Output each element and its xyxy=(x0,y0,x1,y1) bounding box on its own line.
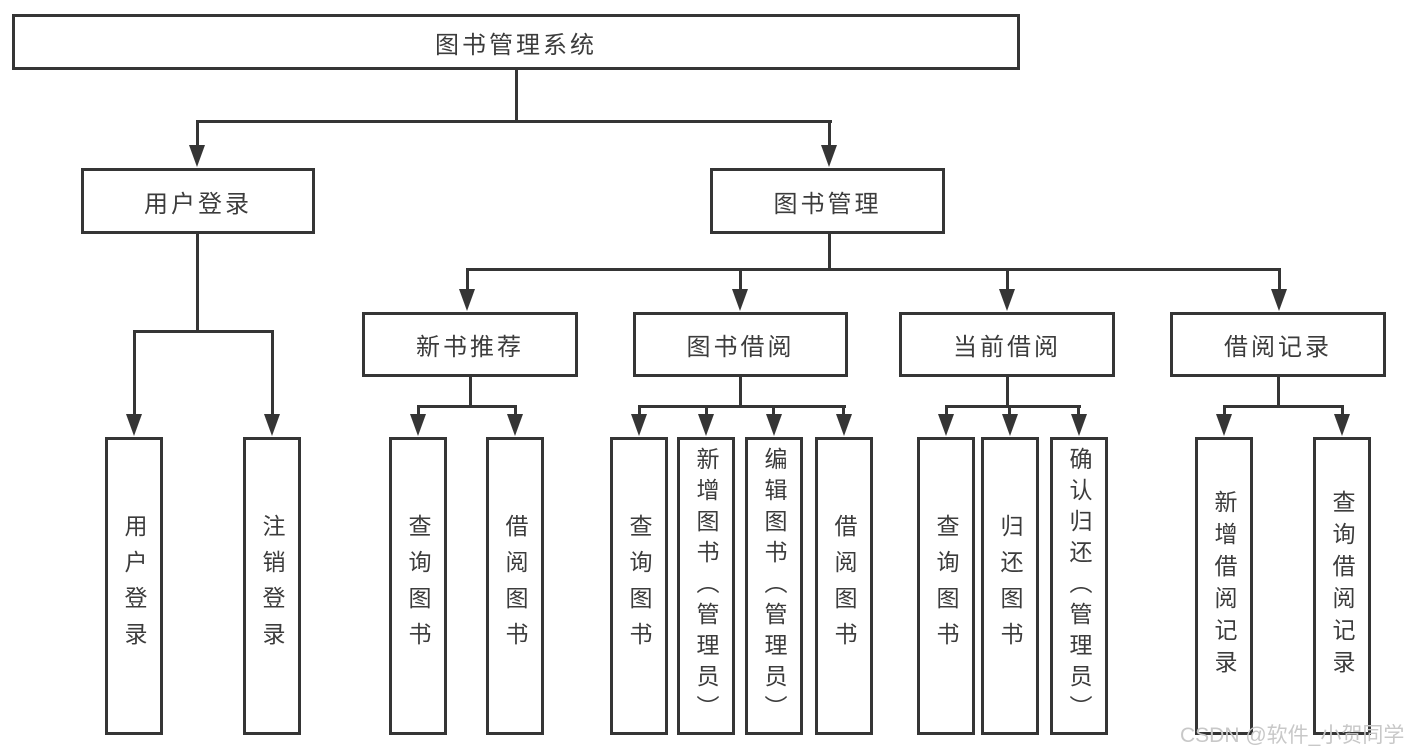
node-borrow-records: 借阅记录 xyxy=(1170,312,1386,377)
leaf-logout: 注销登录 xyxy=(243,437,301,735)
leaf-edit-book-admin: 编辑图书（管理员） xyxy=(745,437,803,735)
leaf-label: 归还图书 xyxy=(997,514,1023,658)
connector-line xyxy=(828,231,831,271)
leaf-return-books: 归还图书 xyxy=(981,437,1039,735)
leaf-query-books: 查询图书 xyxy=(917,437,975,735)
connector-line xyxy=(271,330,274,416)
connector-line xyxy=(1006,375,1009,407)
leaf-label: 查询借阅记录 xyxy=(1329,490,1355,682)
arrow-down-icon xyxy=(264,414,280,436)
node-label: 借阅记录 xyxy=(1224,334,1332,361)
connector-line xyxy=(739,375,742,407)
connector-line xyxy=(638,405,846,408)
arrow-down-icon xyxy=(698,414,714,436)
watermark: CSDN @软件_小贺同学 xyxy=(1180,724,1405,747)
arrow-down-icon xyxy=(507,414,523,436)
connector-line xyxy=(1006,268,1009,292)
connector-line xyxy=(1341,405,1344,416)
connector-line xyxy=(1278,268,1281,292)
arrow-down-icon xyxy=(1216,414,1232,436)
connector-line xyxy=(705,405,708,416)
connector-line xyxy=(417,405,517,408)
node-label: 图书管理 xyxy=(773,190,882,218)
leaf-label: 新增借阅记录 xyxy=(1211,490,1237,682)
node-book-borrowing: 图书借阅 xyxy=(633,312,848,377)
connector-line xyxy=(1008,405,1011,416)
leaf-label: 查询图书 xyxy=(626,514,652,658)
leaf-label: 新增图书（管理员） xyxy=(693,446,719,726)
connector-line xyxy=(638,405,641,416)
leaf-confirm-return-admin: 确认归还（管理员） xyxy=(1050,437,1108,735)
arrow-down-icon xyxy=(459,289,475,311)
connector-line xyxy=(133,330,136,416)
arrow-down-icon xyxy=(1271,289,1287,311)
connector-line xyxy=(196,120,832,123)
arrow-down-icon xyxy=(410,414,426,436)
arrow-down-icon xyxy=(1071,414,1087,436)
arrow-down-icon xyxy=(938,414,954,436)
connector-line xyxy=(196,120,199,147)
connector-line xyxy=(842,405,845,416)
leaf-label: 注销登录 xyxy=(259,514,285,658)
leaf-query-books: 查询图书 xyxy=(389,437,447,735)
connector-line xyxy=(515,68,518,122)
connector-line xyxy=(1077,405,1080,416)
connector-line xyxy=(514,405,517,416)
node-label: 新书推荐 xyxy=(416,334,524,361)
arrow-down-icon xyxy=(1334,414,1350,436)
leaf-label: 用户登录 xyxy=(121,514,147,658)
connector-line xyxy=(196,232,199,332)
node-new-book-recommend: 新书推荐 xyxy=(362,312,578,377)
arrow-down-icon xyxy=(189,145,205,167)
leaf-label: 查询图书 xyxy=(933,514,959,658)
leaf-label: 借阅图书 xyxy=(831,514,857,658)
arrow-down-icon xyxy=(821,145,837,167)
connector-line xyxy=(1223,405,1344,408)
arrow-down-icon xyxy=(836,414,852,436)
arrow-down-icon xyxy=(126,414,142,436)
connector-line xyxy=(739,268,742,292)
leaf-borrow-books: 借阅图书 xyxy=(815,437,873,735)
connector-line xyxy=(1223,405,1226,416)
node-label: 用户登录 xyxy=(144,190,252,218)
arrow-down-icon xyxy=(732,289,748,311)
connector-line xyxy=(828,120,831,147)
connector-line xyxy=(466,268,469,292)
leaf-query-borrow-record: 查询借阅记录 xyxy=(1313,437,1371,735)
leaf-borrow-books: 借阅图书 xyxy=(486,437,544,735)
connector-line xyxy=(417,405,420,416)
leaf-label: 编辑图书（管理员） xyxy=(761,446,787,726)
connector-line xyxy=(469,375,472,407)
leaf-add-book-admin: 新增图书（管理员） xyxy=(677,437,735,735)
connector-line xyxy=(772,405,775,416)
node-current-borrowing: 当前借阅 xyxy=(899,312,1115,377)
leaf-query-books: 查询图书 xyxy=(610,437,668,735)
arrow-down-icon xyxy=(766,414,782,436)
node-label: 图书管理系统 xyxy=(435,31,597,59)
connector-line xyxy=(466,268,1281,271)
connector-line xyxy=(945,405,1081,408)
arrow-down-icon xyxy=(631,414,647,436)
node-library-management-system: 图书管理系统 xyxy=(12,14,1020,70)
node-label: 当前借阅 xyxy=(953,334,1061,361)
arrow-down-icon xyxy=(1002,414,1018,436)
node-label: 图书借阅 xyxy=(686,334,795,361)
connector-line xyxy=(133,330,274,333)
leaf-label: 借阅图书 xyxy=(502,514,528,658)
connector-line xyxy=(1277,375,1280,407)
leaf-add-borrow-record: 新增借阅记录 xyxy=(1195,437,1253,735)
leaf-label: 查询图书 xyxy=(405,514,431,658)
node-user-login: 用户登录 xyxy=(81,168,315,234)
node-book-management: 图书管理 xyxy=(710,168,945,234)
arrow-down-icon xyxy=(999,289,1015,311)
leaf-user-login: 用户登录 xyxy=(105,437,163,735)
leaf-label: 确认归还（管理员） xyxy=(1066,446,1092,726)
connector-line xyxy=(945,405,948,416)
